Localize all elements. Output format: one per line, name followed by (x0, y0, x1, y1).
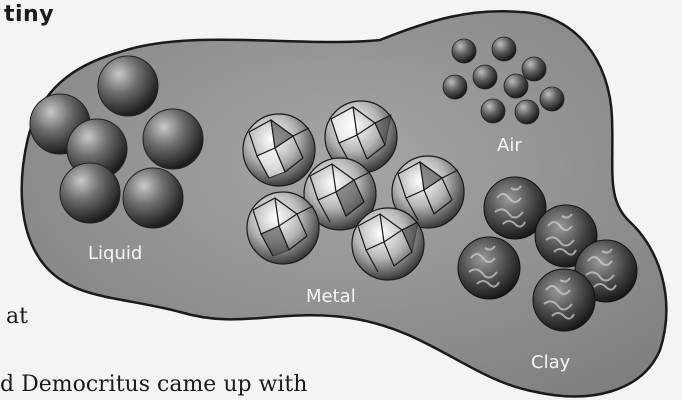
clay-atom (458, 237, 520, 299)
air-atom (522, 57, 546, 81)
air-atom (481, 99, 505, 123)
metal-atom (243, 114, 315, 186)
label-clay: Clay (531, 352, 571, 373)
air-atom (473, 65, 497, 89)
air-atom (515, 100, 539, 124)
liquid-atom (60, 163, 120, 223)
liquid-atom (98, 56, 158, 116)
air-atom (492, 37, 516, 61)
liquid-atom (123, 168, 183, 228)
metal-atom (352, 208, 424, 280)
liquid-atom (143, 109, 203, 169)
air-atom (540, 87, 564, 111)
clay-atom (533, 269, 595, 331)
label-air: Air (497, 135, 522, 156)
air-atom (504, 74, 528, 98)
label-metal: Metal (306, 286, 356, 307)
air-atom (443, 75, 467, 99)
label-liquid: Liquid (88, 243, 142, 264)
air-atom (452, 39, 476, 63)
metal-atom (247, 192, 319, 264)
